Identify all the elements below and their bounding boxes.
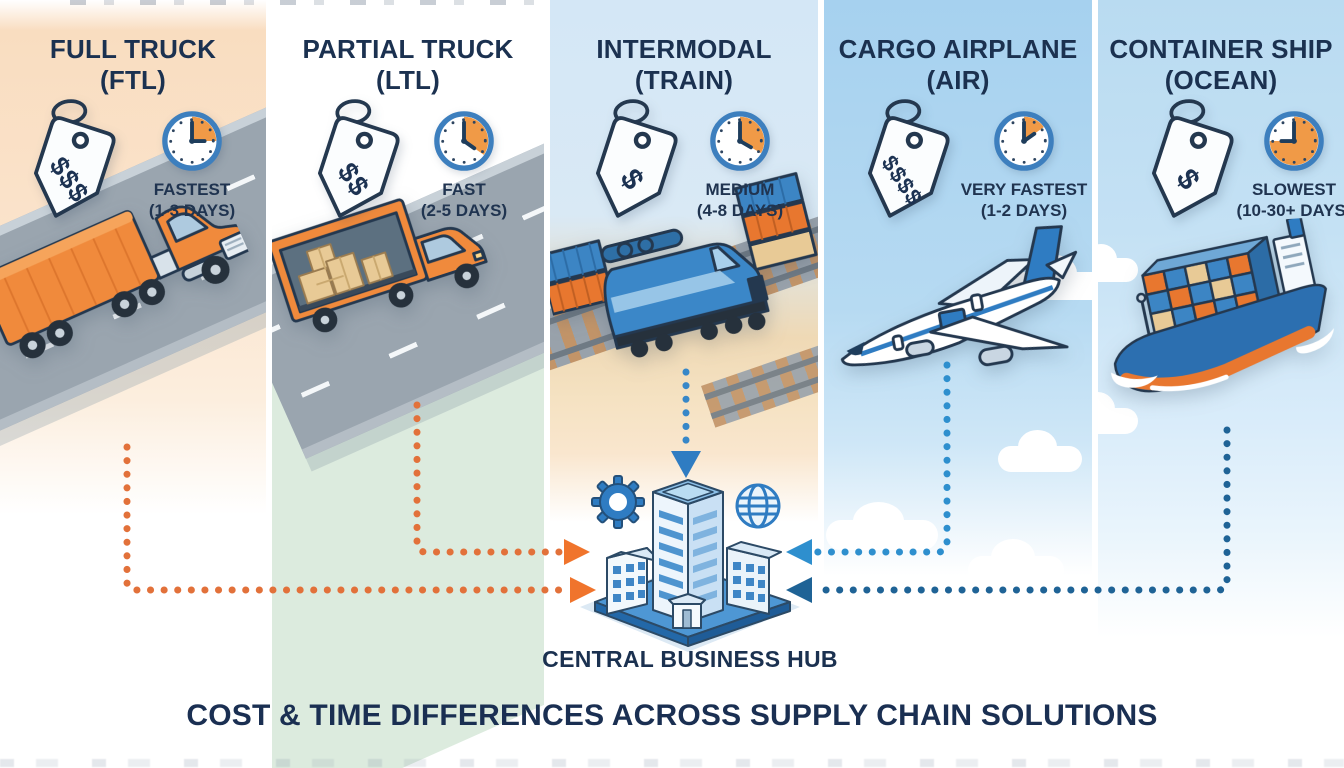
column-title: FULL TRUCK (FTL) xyxy=(0,34,266,95)
freight-train-illustration xyxy=(550,172,818,358)
speed-days: (10-30+ DAYS) xyxy=(1236,201,1344,221)
main-title: COST & TIME DIFFERENCES ACROSS SUPPLY CH… xyxy=(186,699,1158,732)
column-partial-truck: PARTIAL TRUCK (LTL) $$ FAST (2-5 D xyxy=(272,0,544,768)
gear-icon xyxy=(591,475,645,529)
column-title: PARTIAL TRUCK (LTL) xyxy=(272,34,544,95)
cargo-airplane-illustration xyxy=(840,225,1078,367)
column-title-line1: FULL TRUCK xyxy=(49,34,217,64)
globe-icon xyxy=(735,483,781,529)
column-cargo-airplane: CARGO AIRPLANE (AIR) $$$$ VERY FASTEST xyxy=(824,0,1092,768)
speed-indicator: MEDIUM (4-8 DAYS) xyxy=(674,110,806,222)
clock-icon xyxy=(994,111,1054,171)
ocean-scene xyxy=(1098,0,1344,768)
clock-icon xyxy=(434,111,494,171)
column-container-ship: CONTAINER SHIP (OCEAN) $ SLOWEST ( xyxy=(1098,0,1344,768)
column-title-line1: INTERMODAL xyxy=(596,34,772,64)
cloud xyxy=(968,539,1064,584)
speed-days: (1-3 DAYS) xyxy=(148,201,236,221)
semi-truck-illustration xyxy=(0,205,251,359)
hub-entrance xyxy=(668,593,706,629)
column-title-line1: CONTAINER SHIP xyxy=(1109,34,1333,64)
ftl-scene xyxy=(0,0,266,768)
column-title-line2: (OCEAN) xyxy=(1164,64,1278,95)
speed-days: (2-5 DAYS) xyxy=(420,201,508,221)
cloud xyxy=(826,502,938,550)
clock-icon xyxy=(710,111,770,171)
price-tag-icon: $$$$ xyxy=(867,99,950,218)
column-title: CARGO AIRPLANE (AIR) xyxy=(824,34,1092,95)
speed-label: SLOWEST xyxy=(1251,180,1337,199)
hub-tower xyxy=(652,479,724,623)
clock-icon xyxy=(1264,111,1324,171)
speed-indicator: SLOWEST (10-30+ DAYS) xyxy=(1228,110,1344,222)
column-title: CONTAINER SHIP (OCEAN) xyxy=(1098,34,1344,95)
speed-label: MEDIUM xyxy=(705,180,775,199)
speed-label: VERY FASTEST xyxy=(960,180,1088,199)
ltl-scene xyxy=(272,0,544,768)
speed-label: FAST xyxy=(442,180,486,199)
speed-indicator: VERY FASTEST (1-2 DAYS) xyxy=(958,110,1090,222)
cloud xyxy=(1098,243,1138,282)
hub-label: CENTRAL BUSINESS HUB xyxy=(542,646,838,672)
column-title-line2: (LTL) xyxy=(375,64,441,95)
central-hub-illustration xyxy=(580,475,800,652)
speed-days: (1-2 DAYS) xyxy=(980,201,1068,221)
column-title-line2: (FTL) xyxy=(100,64,166,95)
hub-right-building xyxy=(726,541,782,615)
column-title-line1: CARGO AIRPLANE xyxy=(838,34,1078,64)
bottom-cropped-text-strip xyxy=(0,759,1344,767)
speed-indicator: FAST (2-5 DAYS) xyxy=(398,110,530,222)
column-title-line1: PARTIAL TRUCK xyxy=(302,34,514,64)
top-cropped-text-strip xyxy=(70,0,540,5)
train-scene xyxy=(550,0,818,768)
box-truck-illustration xyxy=(272,198,488,333)
container-ship-illustration xyxy=(1110,215,1335,393)
cloud xyxy=(998,430,1082,472)
column-full-truck: FULL TRUCK (FTL) $$$ FASTEST (1-3 xyxy=(0,0,266,768)
speed-days: (4-8 DAYS) xyxy=(696,201,784,221)
price-tag-icon: $$ xyxy=(317,99,400,218)
price-tag-icon: $ xyxy=(595,99,678,218)
speed-label: FASTEST xyxy=(153,180,231,199)
price-tag-icon: $$$ xyxy=(33,99,116,218)
speed-indicator: FASTEST (1-3 DAYS) xyxy=(126,110,258,222)
column-title: INTERMODAL (TRAIN) xyxy=(550,34,818,95)
column-title-line2: (AIR) xyxy=(926,64,990,95)
column-title-line2: (TRAIN) xyxy=(634,64,734,95)
clock-icon xyxy=(162,111,222,171)
price-tag-icon: $ xyxy=(1151,99,1234,218)
